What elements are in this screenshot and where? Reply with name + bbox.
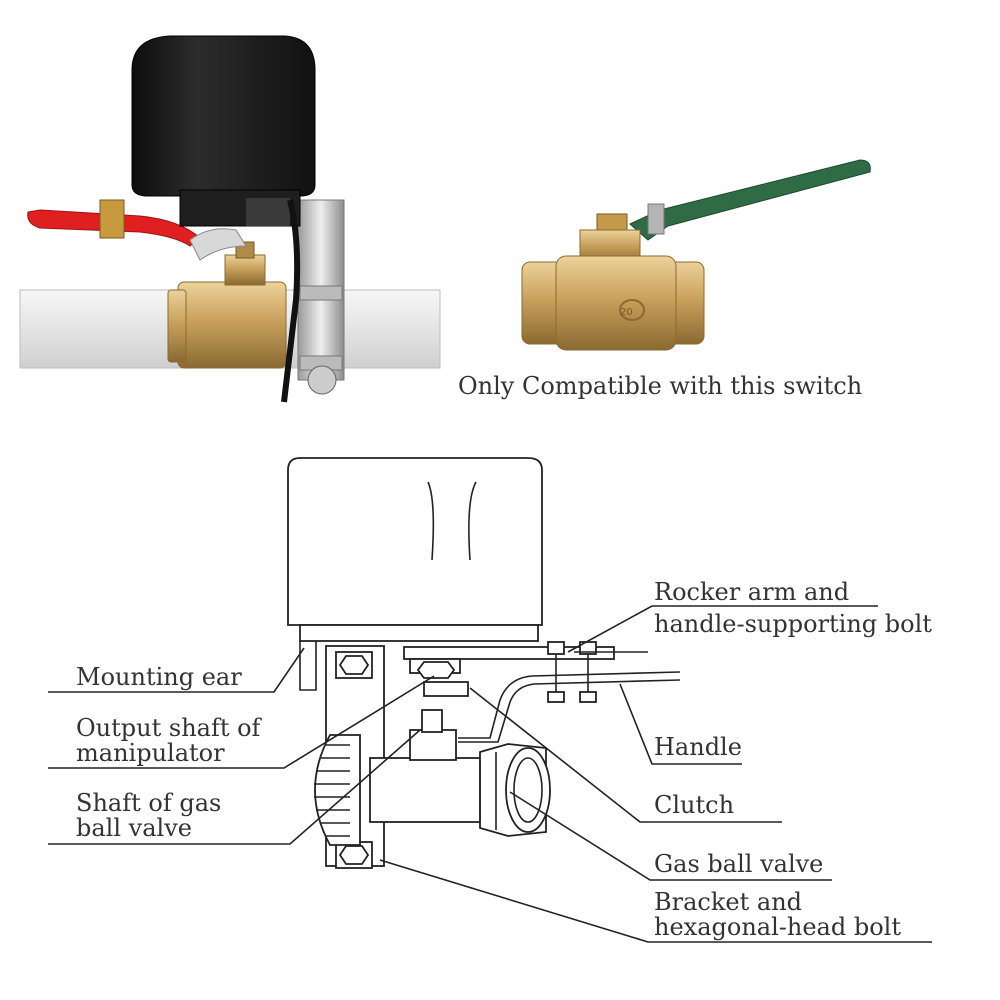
label-output-shaft-line1: Output shaft of [76,714,263,742]
label-shaft-gas-line1: Shaft of gas [76,789,221,817]
diagram-pipe-clamp [314,734,361,846]
exploded-diagram [287,457,681,869]
label-bracket-line2: hexagonal-head bolt [654,913,901,941]
compatible-valve-photo: 20 [521,159,871,351]
diagram-rocker-plate [403,641,615,703]
label-output-shaft-line2: manipulator [76,739,225,767]
diagram-actuator-housing [287,457,543,642]
actuator-body [131,35,316,227]
diagram-ball-valve [369,709,551,837]
label-bracket-line1: Bracket and [654,888,802,916]
label-gas-ball-valve: Gas ball valve [654,850,823,878]
diagram-clutch [423,681,469,697]
diagram-mounting-ear [299,641,317,691]
compatibility-caption: Only Compatible with this switch [458,372,862,400]
label-mounting-ear: Mounting ear [76,663,242,691]
label-handle: Handle [654,733,742,761]
label-clutch: Clutch [654,791,734,819]
brass-valve-left [167,241,287,369]
label-shaft-gas-line2: ball valve [76,814,192,842]
svg-text:20: 20 [620,307,633,318]
label-rocker-line1: Rocker arm and [654,578,849,606]
leader-lines [48,605,932,943]
power-cable [281,199,301,403]
installed-actuator-photo [19,35,441,403]
diagram-handle [458,671,681,739]
label-rocker-line2: handle-supporting bolt [654,610,932,638]
green-valve-handle [629,159,871,241]
